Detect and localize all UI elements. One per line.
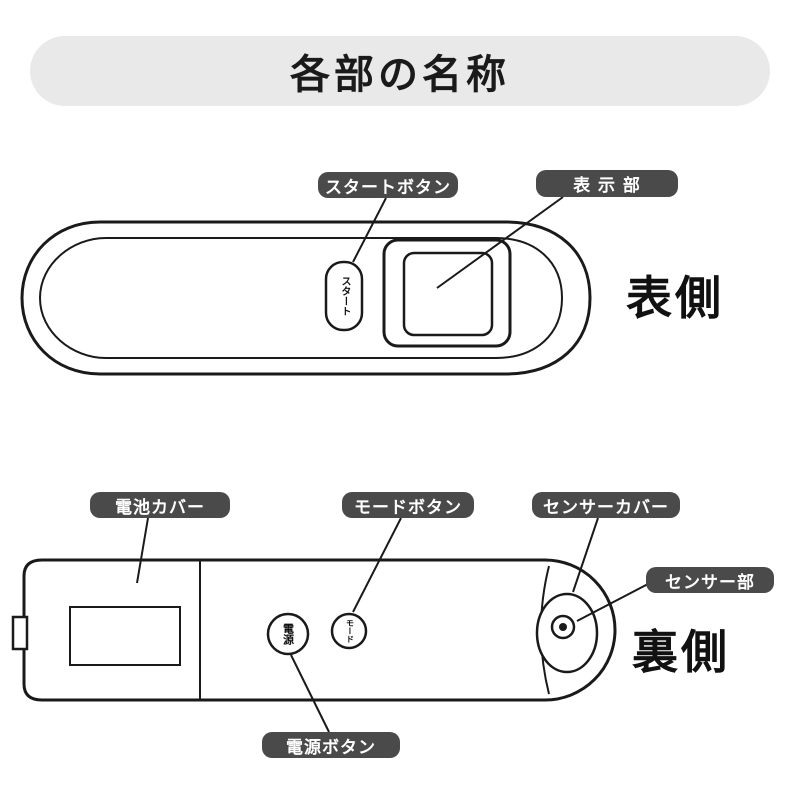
- battery-cover-rect: [69, 606, 181, 666]
- mode-button-text: モード: [345, 619, 355, 643]
- start-button-shape: [324, 260, 364, 332]
- side-label-front: 表側: [626, 271, 724, 325]
- sensor-dot: [559, 623, 567, 631]
- page-title-banner: 各部の名称: [30, 36, 770, 106]
- power-button-text: 電源: [281, 623, 295, 645]
- leader-display: [436, 196, 564, 289]
- label-mode-button: モードボタン: [342, 492, 474, 518]
- leader-mode-button: [352, 517, 402, 613]
- label-sensor-cover: センサーカバー: [532, 492, 680, 518]
- label-sensor-part: センサー部: [646, 567, 774, 593]
- leader-start-button: [352, 197, 387, 263]
- leader-sensor-part: [576, 583, 649, 622]
- label-start-button: スタートボタン: [318, 172, 458, 198]
- side-label-back: 裏側: [632, 625, 730, 679]
- label-power-button: 電源ボタン: [262, 732, 400, 758]
- mode-button-shape: [330, 612, 368, 650]
- leader-battery-cover: [136, 517, 149, 584]
- belt-clip-tab: [11, 615, 29, 651]
- leader-sensor-cover: [572, 517, 599, 593]
- label-display: 表 示 部: [536, 170, 678, 197]
- label-battery-cover: 電池カバー: [90, 492, 230, 518]
- front-device-inner-line: [38, 237, 564, 359]
- leader-power-button: [290, 654, 330, 733]
- start-button-text: スタート: [339, 276, 350, 316]
- power-button-shape: [266, 612, 310, 656]
- display-inner: [402, 251, 494, 337]
- page-title: 各部の名称: [290, 52, 510, 98]
